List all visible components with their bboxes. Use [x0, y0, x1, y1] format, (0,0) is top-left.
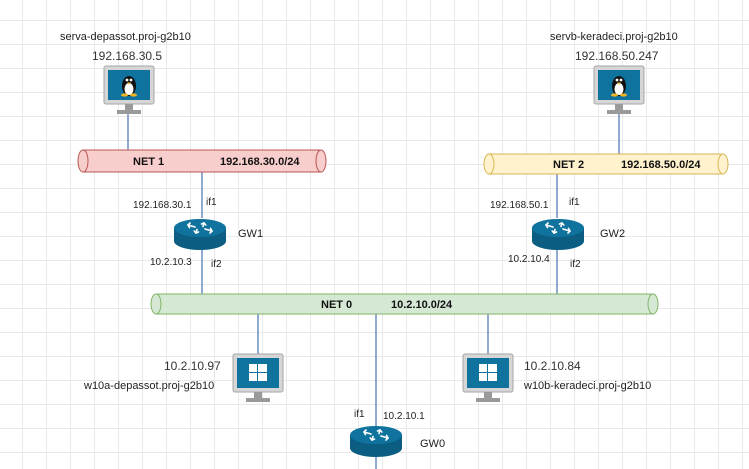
router-icon — [173, 218, 227, 251]
serva-ip: 192.168.30.5 — [92, 49, 162, 63]
links — [127, 112, 620, 469]
linux-monitor-icon — [593, 65, 645, 115]
gw1-if2-label: if2 — [211, 259, 222, 270]
gw1-if1-ip: 192.168.30.1 — [133, 200, 192, 211]
net2-bus[interactable]: NET 2 192.168.50.0/24 — [483, 153, 729, 175]
gw2-if1-ip: 192.168.50.1 — [490, 200, 549, 211]
gw2-if1-label: if1 — [569, 197, 580, 208]
gw0-if1-ip: 10.2.10.1 — [383, 411, 425, 422]
gw2-name: GW2 — [600, 228, 625, 240]
net0-name: NET 0 — [321, 299, 352, 311]
router-icon — [531, 218, 585, 251]
gw1-if2-ip: 10.2.10.3 — [150, 257, 192, 268]
servb-hostname: servb-keradeci.proj-g2b10 — [550, 31, 678, 43]
net1-name: NET 1 — [133, 156, 164, 168]
linux-monitor-icon — [103, 65, 155, 115]
client-w10b[interactable]: 10.2.10.84 w10b-keradeci.proj-g2b10 — [462, 353, 651, 403]
net0-bus[interactable]: NET 0 10.2.10.0/24 — [150, 293, 659, 315]
w10b-ip: 10.2.10.84 — [524, 359, 581, 373]
gw0-if1-label: if1 — [354, 409, 365, 420]
router-icon — [349, 425, 403, 458]
server-serva[interactable]: serva-depassot.proj-g2b10 192.168.30.5 — [60, 31, 191, 115]
gw1-name: GW1 — [238, 228, 263, 240]
router-gw0[interactable]: GW0 if1 10.2.10.1 — [349, 409, 445, 458]
windows-monitor-icon — [232, 353, 284, 403]
gw2-if2-ip: 10.2.10.4 — [508, 254, 550, 265]
windows-monitor-icon — [462, 353, 514, 403]
servb-ip: 192.168.50.247 — [575, 49, 659, 63]
router-gw1[interactable]: GW1 if1 192.168.30.1 10.2.10.3 if2 — [133, 197, 263, 270]
gw0-name: GW0 — [420, 438, 445, 450]
net1-bus[interactable]: NET 1 192.168.30.0/24 — [77, 149, 327, 173]
gw1-if1-label: if1 — [206, 197, 217, 208]
w10b-hostname: w10b-keradeci.proj-g2b10 — [523, 380, 651, 392]
net1-subnet: 192.168.30.0/24 — [220, 156, 300, 168]
gw2-if2-label: if2 — [570, 259, 581, 270]
serva-hostname: serva-depassot.proj-g2b10 — [60, 31, 191, 43]
router-gw2[interactable]: GW2 if1 192.168.50.1 10.2.10.4 if2 — [490, 197, 625, 270]
client-w10a[interactable]: 10.2.10.97 w10a-depassot.proj-g2b10 — [83, 353, 284, 403]
net0-subnet: 10.2.10.0/24 — [391, 299, 453, 311]
w10a-ip: 10.2.10.97 — [164, 359, 221, 373]
server-servb[interactable]: servb-keradeci.proj-g2b10 192.168.50.247 — [550, 31, 678, 115]
w10a-hostname: w10a-depassot.proj-g2b10 — [83, 380, 214, 392]
net2-subnet: 192.168.50.0/24 — [621, 159, 701, 171]
net2-name: NET 2 — [553, 159, 584, 171]
